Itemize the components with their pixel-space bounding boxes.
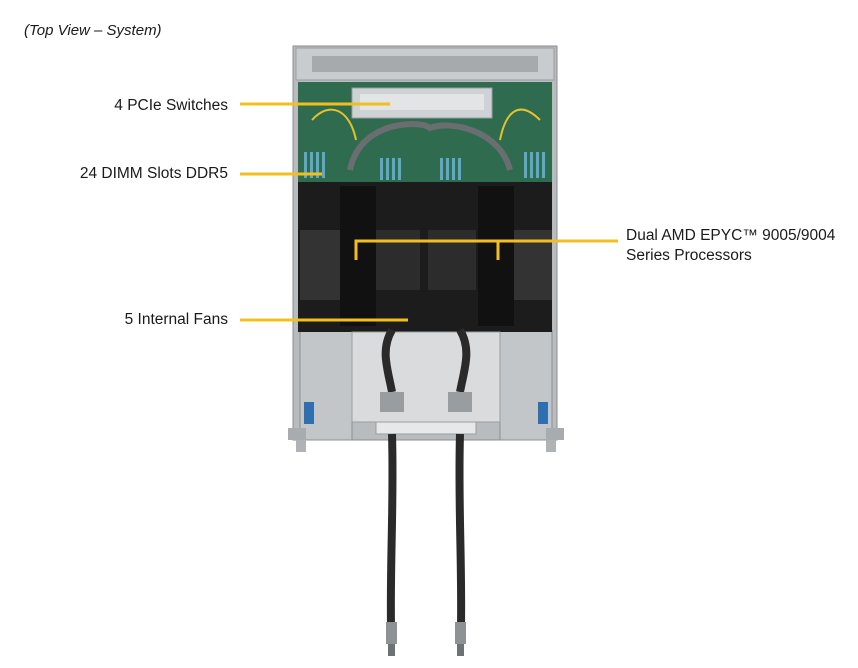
coolant-hoses — [386, 433, 466, 656]
processors-label: Dual AMD EPYC™ 9005/9004 Series Processo… — [626, 226, 835, 266]
callout-lines — [240, 102, 618, 322]
view-caption: (Top View – System) — [24, 22, 162, 39]
cpu-callout-line — [354, 239, 618, 260]
rear-bay — [351, 327, 501, 435]
pcie-switches-label: 4 PCIe Switches — [114, 97, 228, 114]
air-shroud — [298, 182, 552, 332]
motherboard — [298, 82, 552, 182]
processors-label-line2: Series Processors — [626, 247, 752, 264]
internal-fans-label: 5 Internal Fans — [124, 311, 228, 328]
processors-label-line1: Dual AMD EPYC™ 9005/9004 — [626, 227, 836, 244]
dimm-slots-label: 24 DIMM Slots DDR5 — [79, 165, 228, 182]
